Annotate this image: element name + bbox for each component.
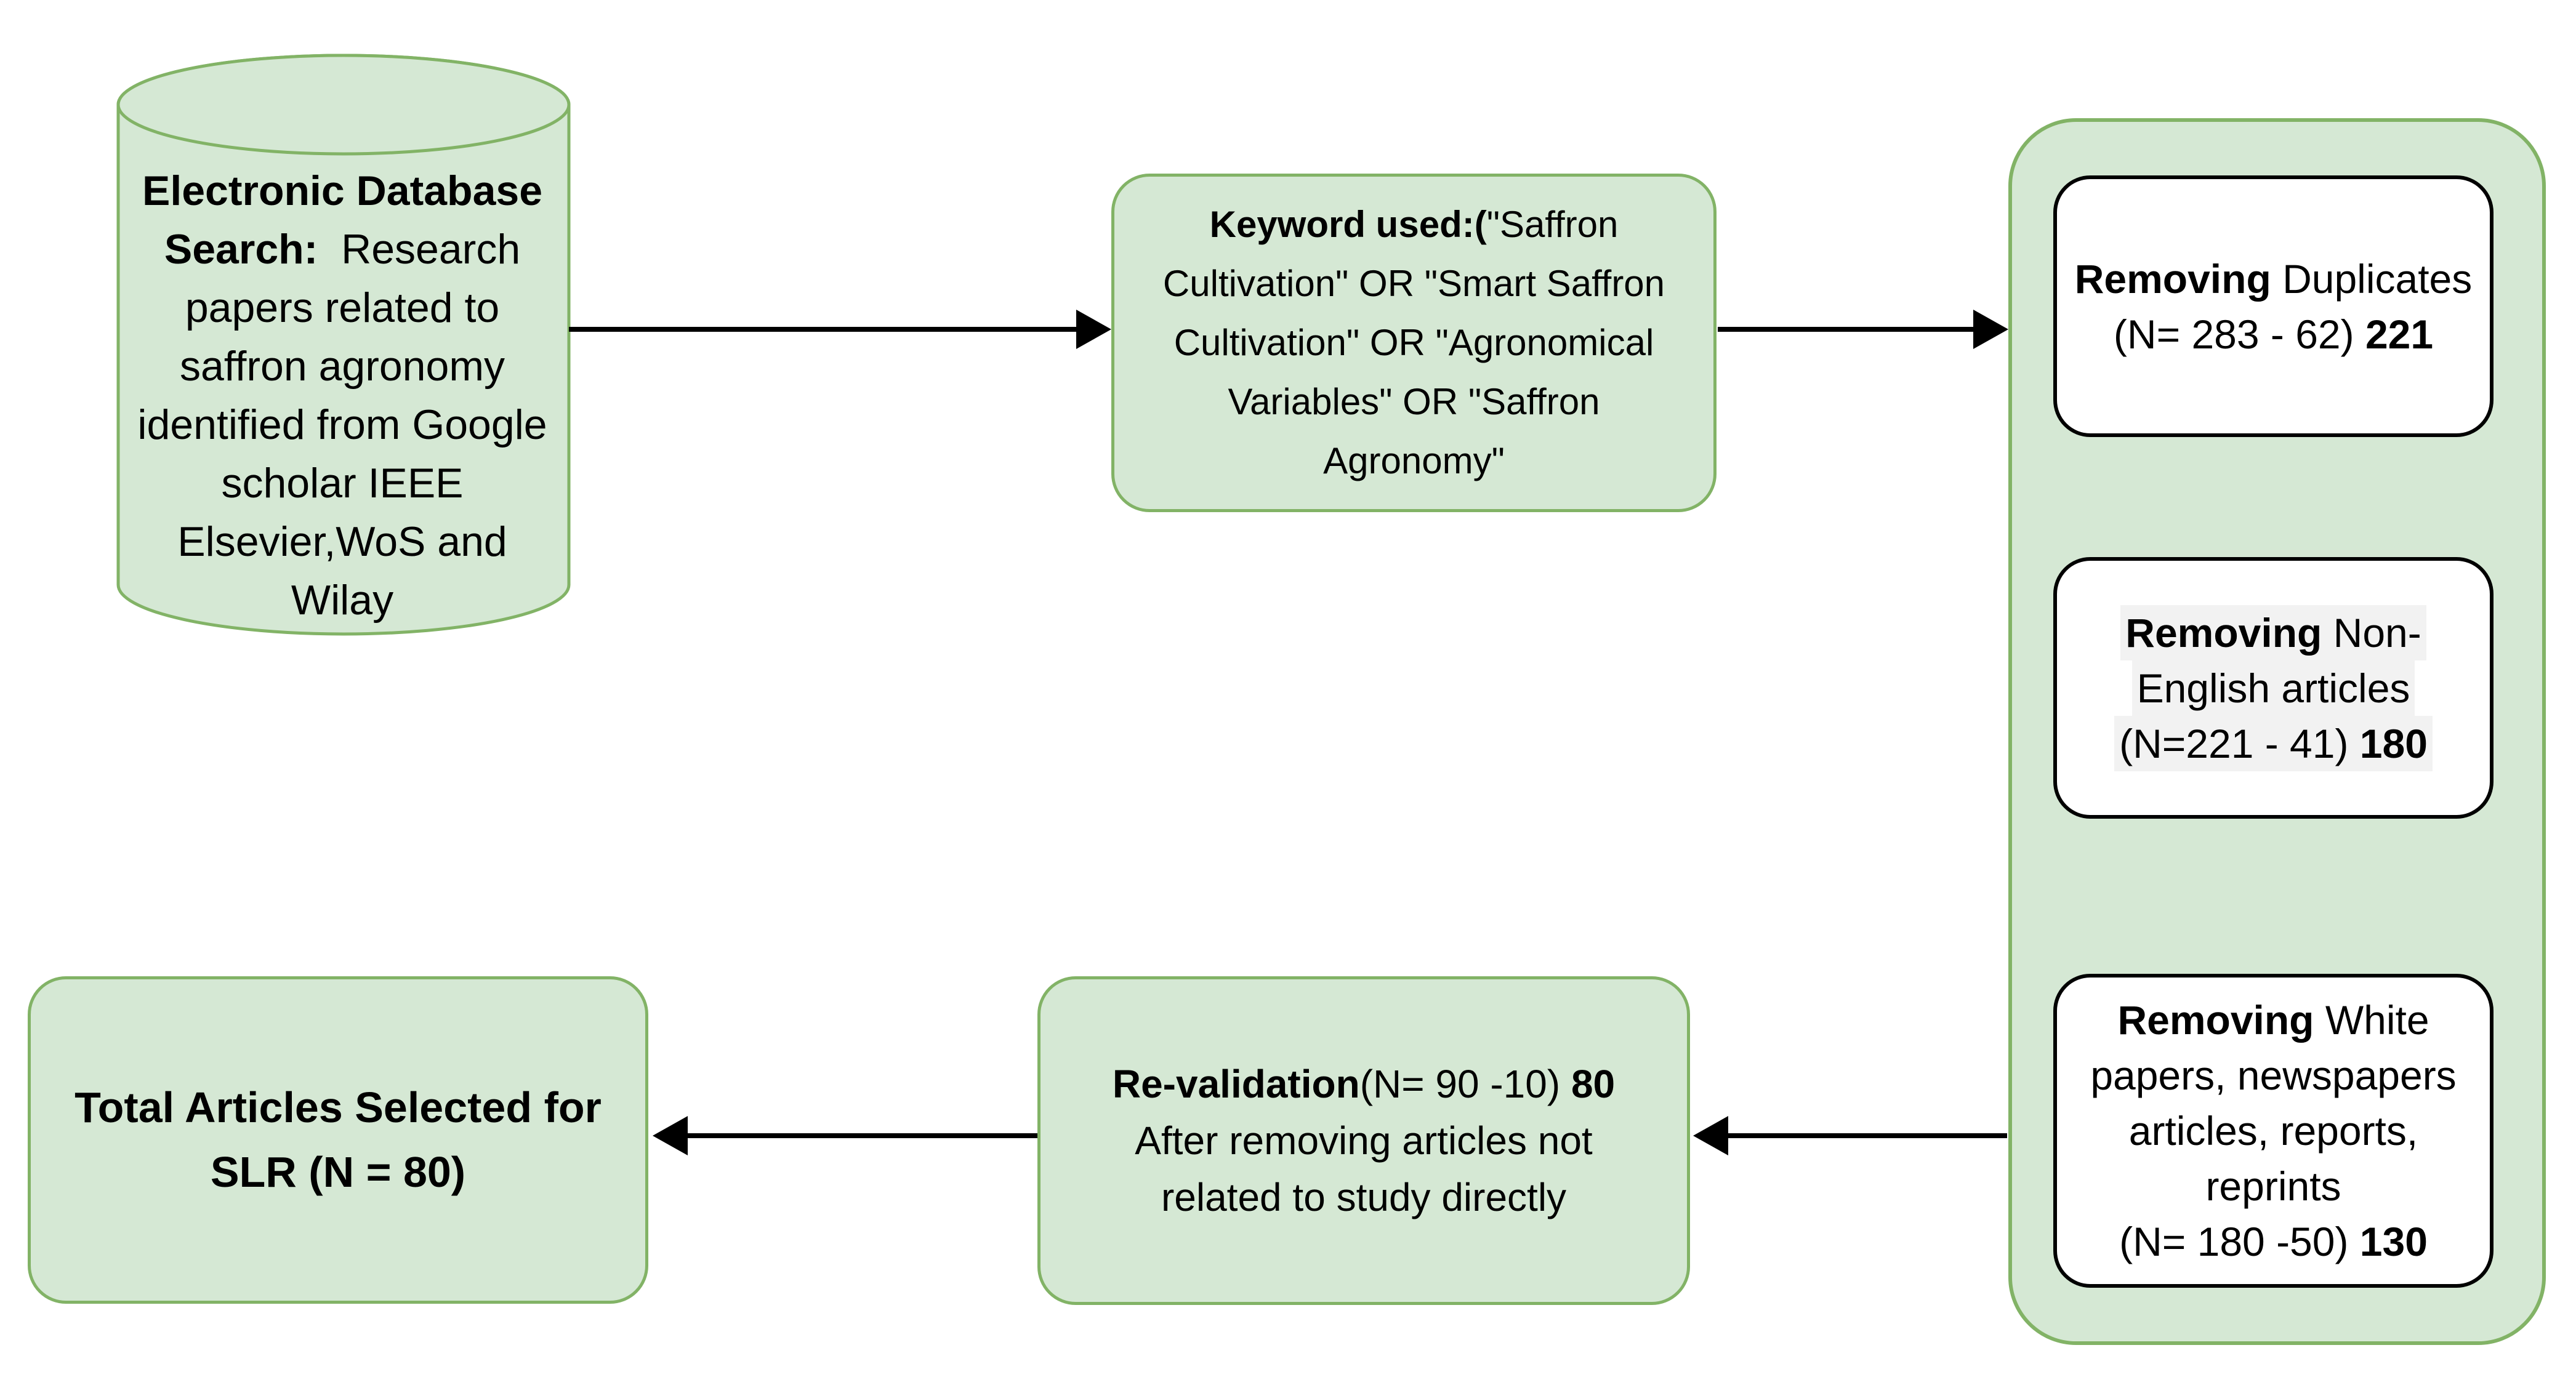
text-line: Removing White (2117, 997, 2429, 1043)
text-line: reprints (2205, 1163, 2341, 1209)
text-line: Elsevier,WoS and (177, 518, 507, 565)
text-line: Search: Research (164, 225, 521, 273)
text-line: saffron agronomy (180, 342, 505, 390)
text-line: Variables" OR "Saffron (1228, 381, 1600, 422)
text-line: papers related to (185, 284, 500, 331)
text-line: After removing articles not (1135, 1118, 1593, 1163)
text-line: scholar IEEE (221, 459, 464, 507)
text-line: Cultivation" OR "Agronomical (1173, 322, 1654, 363)
remove-duplicates-box: Removing Duplicates (N= 283 - 62) 221 (2053, 175, 2493, 437)
text-line: Agronomy" (1323, 440, 1505, 481)
text-line: Electronic Database (142, 167, 543, 214)
remove-non-english-box: Removing Non-English articles(N=221 - 41… (2053, 557, 2493, 819)
text-line: English articles (2131, 660, 2415, 716)
text-line: Keyword used:("Saffron (1209, 204, 1619, 245)
arrow-revalidation-to-total (653, 1116, 1037, 1155)
text-line: Removing Non- (2120, 604, 2426, 660)
text-line: Cultivation" OR "Smart Saffron (1162, 263, 1665, 304)
database-cylinder (116, 54, 571, 636)
arrow-db-to-keywords (569, 310, 1111, 349)
revalidation-box: Re-validation(N= 90 -10) 80 After removin… (1037, 976, 1690, 1305)
remove-white-papers-box: Removing White papers, newspapers articles… (2053, 974, 2493, 1288)
text-line: (N= 283 - 62) 221 (2113, 311, 2434, 357)
text-line: articles, reports, (2128, 1108, 2418, 1154)
arrow-keywords-to-screening (1718, 310, 2008, 349)
text-line: related to study directly (1161, 1175, 1567, 1219)
text-line: Wilay (291, 576, 394, 624)
cylinder-top (116, 54, 571, 156)
text-line: papers, newspapers (2090, 1053, 2457, 1098)
text-line: (N=221 - 41) 180 (2114, 715, 2433, 771)
text-line: Removing Duplicates (2074, 255, 2473, 302)
text-line: identified from Google (137, 401, 547, 448)
text-line: Total Articles Selected for (74, 1083, 602, 1131)
text-line: Re-validation(N= 90 -10) 80 (1112, 1062, 1616, 1106)
text-line: SLR (N = 80) (210, 1148, 466, 1196)
text-line: (N= 180 -50) 130 (2119, 1219, 2428, 1264)
arrow-screening-to-revalidation (1693, 1116, 2007, 1155)
